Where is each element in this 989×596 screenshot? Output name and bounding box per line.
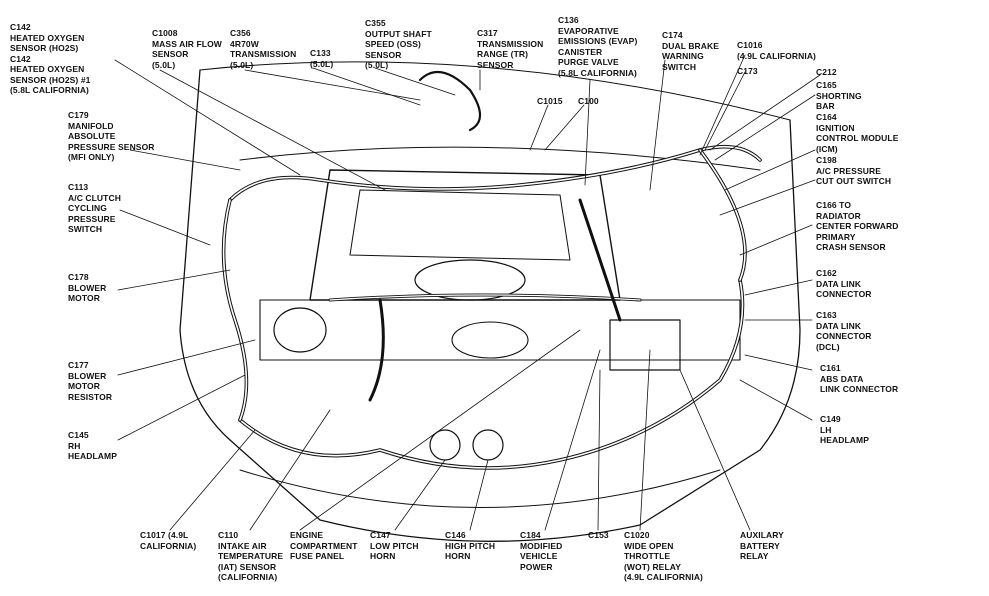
label-c212: C212 (816, 67, 837, 77)
branch-harness-b (368, 298, 385, 402)
hood-line (199, 61, 791, 121)
radiator-support (259, 299, 741, 361)
lower-harness-inner (239, 279, 744, 469)
label-c174: C174 DUAL BRAKE WARNING SWITCH (662, 30, 720, 72)
bumper-outline (239, 469, 721, 508)
label-c164: C164 IGNITION CONTROL MODULE (ICM) (816, 112, 899, 154)
label-c166: C166 TO RADIATOR CENTER FORWARD PRIMARY … (816, 200, 899, 252)
label-c173: C173 (737, 66, 758, 76)
label-c145: C145 RH HEADLAMP (68, 430, 117, 461)
label-c149: C149 LH HEADLAMP (820, 414, 869, 445)
branch-harness-a (578, 198, 622, 322)
label-c162: C162 DATA LINK CONNECTOR (816, 268, 872, 299)
lower-harness (238, 278, 745, 470)
left-harness (221, 198, 249, 422)
label-c110: C110 INTAKE AIR TEMPERATURE (IAT) SENSOR… (218, 530, 284, 582)
label-c1008: C1008 MASS AIR FLOW SENSOR (5.0L) (152, 28, 222, 70)
alternator (273, 307, 327, 353)
label-aux-battery-relay: AUXILARY BATTERY RELAY (740, 530, 784, 561)
label-c355: C355 OUTPUT SHAFT SPEED (OSS) SENSOR (5.… (365, 18, 432, 70)
label-c177: C177 BLOWER MOTOR RESISTOR (68, 360, 113, 402)
label-c113: C113 A/C CLUTCH CYCLING PRESSURE SWITCH (68, 182, 121, 234)
label-c165: C165 SHORTING BAR (816, 80, 862, 111)
label-c317: C317 TRANSMISSION RANGE (TR) SENSOR (477, 28, 544, 70)
high-pitch-horn (472, 429, 504, 461)
right-harness-inner (699, 149, 746, 281)
low-pitch-horn (429, 429, 461, 461)
battery (609, 319, 681, 371)
cross-harness-inner (329, 294, 641, 301)
label-c1015: C1015 (537, 96, 563, 106)
intake-manifold (349, 189, 571, 261)
label-c100: C100 (578, 96, 599, 106)
label-c198: C198 A/C PRESSURE CUT OUT SWITCH (816, 155, 892, 186)
label-c147: C147 LOW PITCH HORN (370, 530, 419, 561)
label-c153: C153 (588, 530, 609, 540)
label-c136: C136 EVAPORATIVE EMISSIONS (EVAP) CANIST… (558, 15, 638, 78)
fan-hub (451, 321, 529, 359)
fender-outline (179, 69, 801, 542)
label-c146: C146 HIGH PITCH HORN (445, 530, 496, 561)
firewall (239, 146, 761, 171)
label-c1020: C1020 WIDE OPEN THROTTLE (WOT) RELAY (4.… (624, 530, 703, 582)
air-cleaner (414, 259, 526, 301)
label-c179: C179 MANIFOLD ABSOLUTE PRESSURE SENSOR (… (68, 110, 155, 162)
label-c356: C356 4R70W TRANSMISSION (5.0L) (230, 28, 297, 70)
label-c133: C133 (5.0L) (310, 48, 334, 69)
label-c1017: C1017 (4.9L CALIFORNIA) (140, 530, 197, 551)
label-c142: C142 HEATED OXYGEN SENSOR (HO2S) C142 HE… (10, 22, 91, 95)
left-harness-inner (222, 199, 248, 421)
label-c178: C178 BLOWER MOTOR (68, 272, 107, 303)
label-c184: C184 MODIFIED VEHICLE POWER (520, 530, 563, 572)
label-c1016: C1016 (4.9L CALIFORNIA) (737, 40, 816, 61)
label-fuse-panel: ENGINE COMPARTMENT FUSE PANEL (290, 530, 358, 561)
label-c163: C163 DATA LINK CONNECTOR (DCL) (816, 310, 872, 352)
leader-lines (114, 54, 821, 531)
transmission-harness (418, 70, 482, 132)
label-c161: C161 ABS DATA LINK CONNECTOR (820, 363, 899, 394)
